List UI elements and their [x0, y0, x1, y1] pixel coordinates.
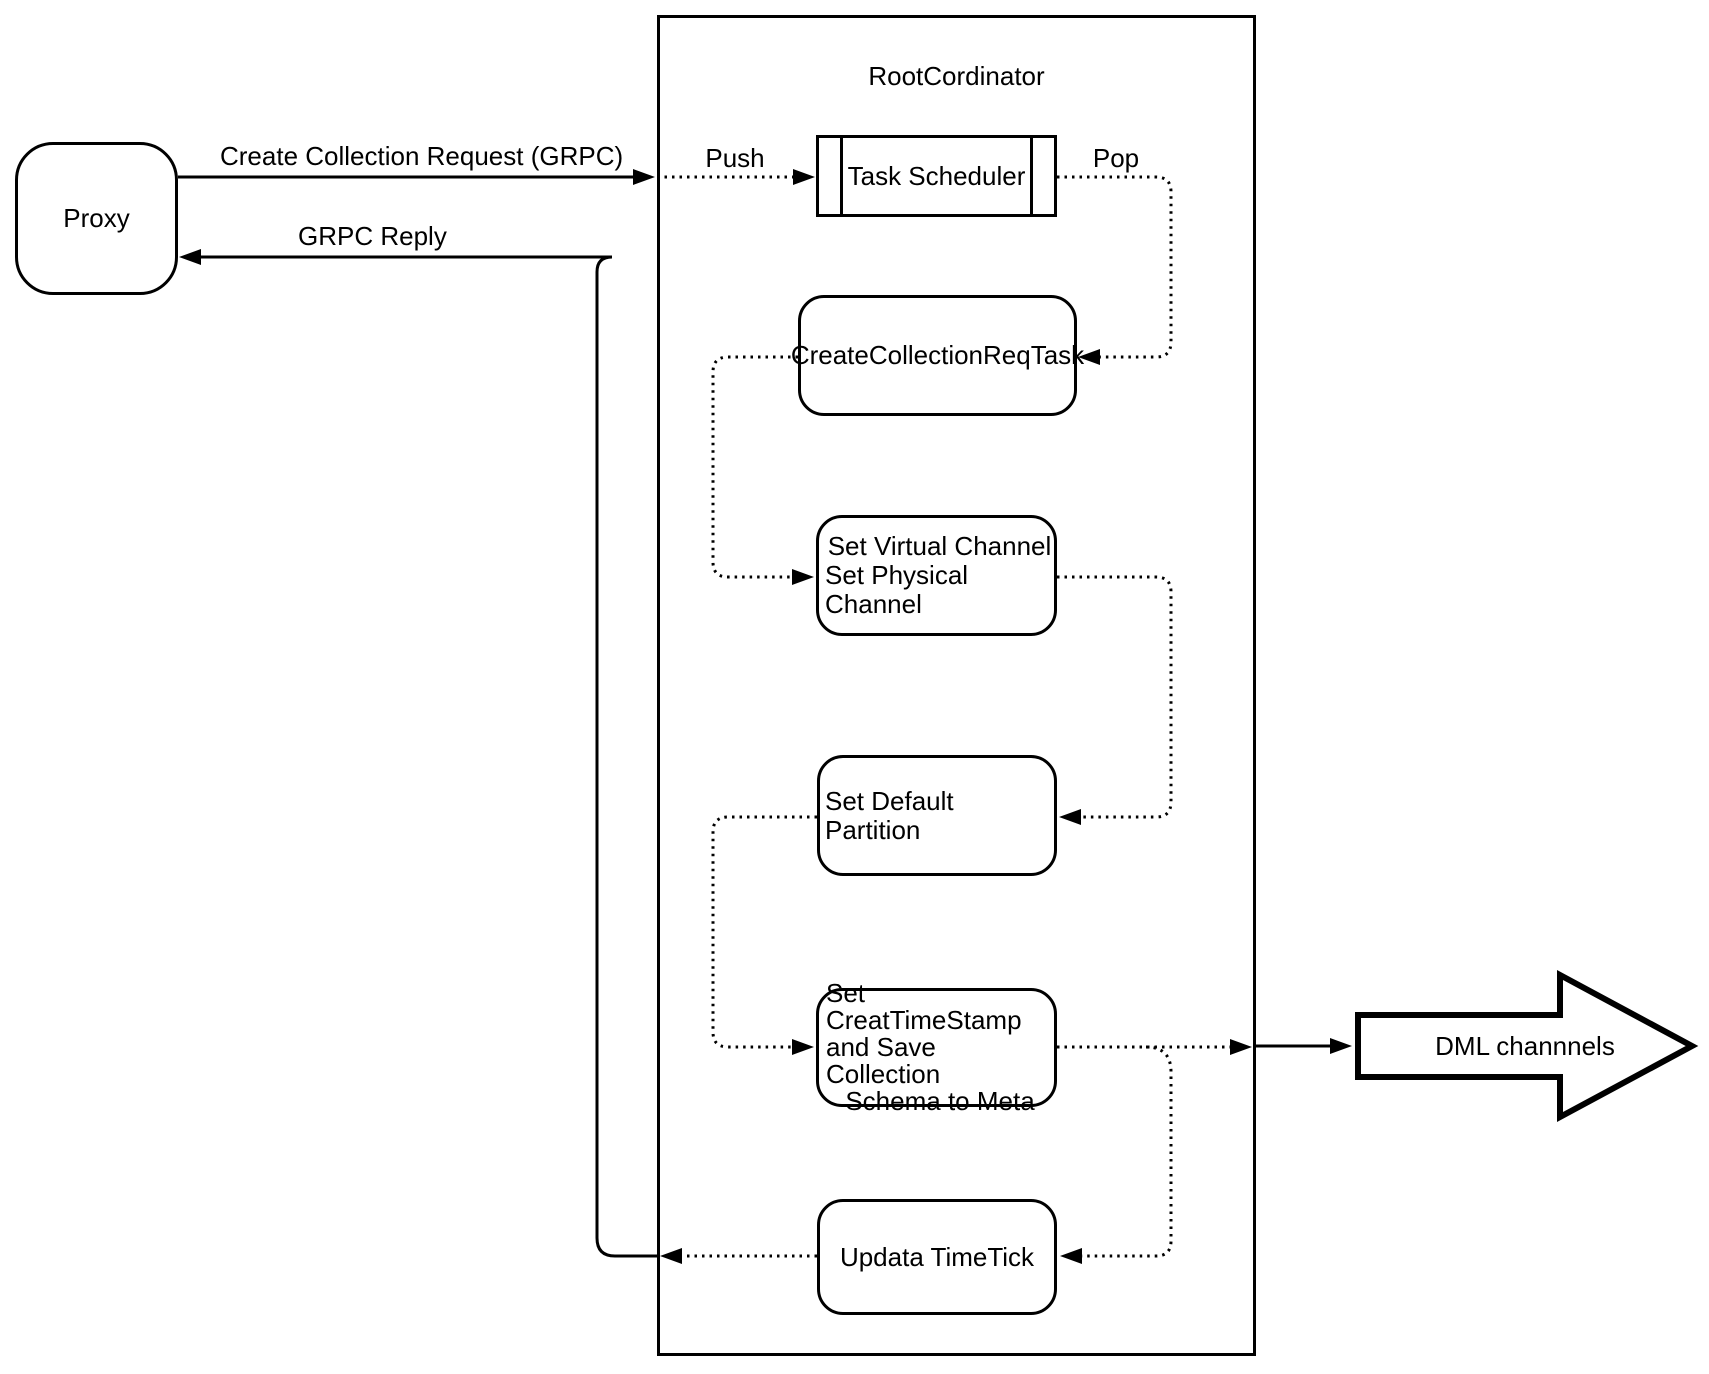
pop-edge-label: Pop: [1092, 143, 1140, 173]
reply-edge-label: GRPC Reply: [298, 221, 447, 251]
pop-dotted-path: [1057, 175, 1173, 359]
grpc-reply-line: [199, 255, 657, 1258]
reply-arrowhead-icon: [179, 249, 201, 265]
partition-to-timestamp-dotted-path: [711, 815, 817, 1049]
timetick-arrowhead-icon: [1060, 1248, 1082, 1264]
set-default-partition-node: Set Default Partition: [817, 755, 1057, 876]
request-edge-label: Create Collection Request (GRPC): [220, 141, 624, 171]
set-default-partition-label: Set Default Partition: [825, 785, 954, 845]
push-edge-label: Push: [705, 143, 765, 173]
set-channels-node: Set Virtual Channel Set Physical Channel: [816, 515, 1057, 636]
task-scheduler-label: Task Scheduler: [847, 160, 1026, 191]
edge-arrowhead-icon: [1230, 1039, 1252, 1055]
set-create-timestamp-node: Set CreatTimeStamp and Save Collection S…: [816, 980, 1057, 1115]
task-scheduler-left-bar: [840, 138, 843, 214]
root-coordinator-frame: [657, 15, 1256, 1356]
task-scheduler-right-bar: [1030, 138, 1033, 214]
create-collection-req-task-node: CreateCollectionReqTask: [791, 295, 1084, 416]
update-timetick-label: Updata TimeTick: [839, 1241, 1035, 1272]
set-virtual-channel-line: Set Virtual Channel: [827, 531, 1052, 561]
reqtask-to-channels-dotted-path: [711, 355, 798, 579]
partition-arrowhead-icon: [1059, 809, 1081, 825]
task-scheduler-node: Task Scheduler: [816, 135, 1057, 217]
pop-arrowhead-icon: [1078, 349, 1100, 365]
timestamp-arrowhead-icon: [792, 1039, 814, 1055]
root-coordinator-title: RootCordinator: [868, 61, 1045, 91]
dml-channels-arrow-shape: [1355, 969, 1699, 1123]
set-create-timestamp-line2: and Save Collection: [826, 1032, 941, 1089]
set-physical-channel-line: Set Physical Channel: [825, 560, 969, 619]
dml-arrowhead-icon: [1330, 1038, 1352, 1054]
set-create-timestamp-line3: Schema to Meta: [845, 1086, 1035, 1116]
request-arrowhead-icon: [633, 169, 655, 185]
channels-to-partition-dotted-path: [1057, 575, 1173, 819]
dml-channels-label: DML channnels: [1435, 1031, 1615, 1061]
create-collection-req-task-label: CreateCollectionReqTask: [790, 340, 1085, 370]
set-create-timestamp-line1: Set CreatTimeStamp: [826, 978, 1022, 1035]
reply-junction-arrowhead-icon: [660, 1248, 682, 1264]
update-timetick-node: Updata TimeTick: [817, 1199, 1057, 1315]
proxy-node: Proxy: [15, 142, 178, 295]
channels-arrowhead-icon: [792, 569, 814, 585]
proxy-label: Proxy: [63, 203, 130, 233]
push-arrowhead-icon: [793, 169, 815, 185]
